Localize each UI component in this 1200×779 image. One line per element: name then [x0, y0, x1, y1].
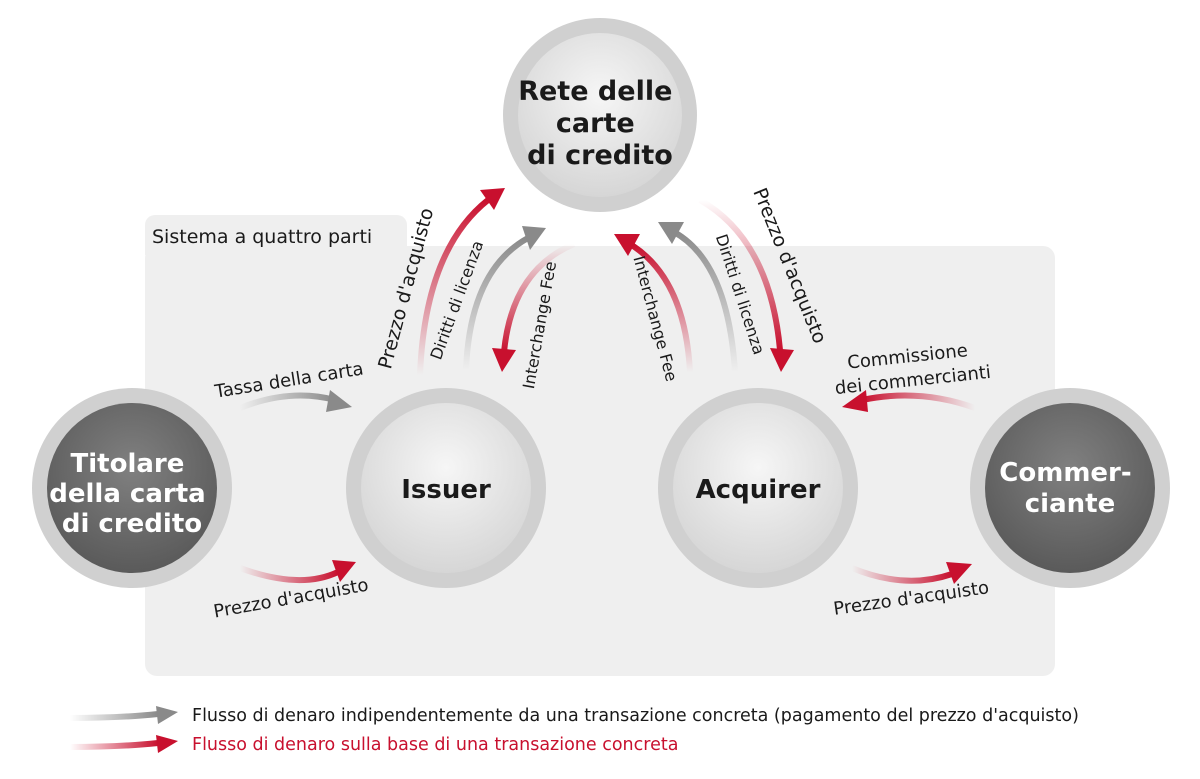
issuer-label: Issuer [401, 475, 491, 505]
four-party-system-box [145, 246, 1055, 676]
legend-row-independent: Flusso di denaro indipendentemente da un… [70, 703, 1079, 729]
red-arrow-icon [70, 735, 178, 753]
gray-arrow-icon [70, 706, 178, 724]
merchant-label-line1: Commer- [999, 458, 1131, 488]
network-label-line2: carte [556, 108, 635, 139]
interchange-right-label: Interchange Fee [629, 254, 681, 384]
network-label-line3: di credito [527, 140, 673, 171]
interchange-right-arrow [614, 234, 693, 373]
cardholder-label-line2: della carta [49, 479, 205, 509]
purchase-price-merchant-arrow [850, 562, 972, 584]
legend-text-transaction: Flusso di denaro sulla base di una trans… [192, 735, 679, 755]
license-fee-right-arrow [658, 222, 738, 373]
acquirer-node: Acquirer [658, 388, 858, 588]
cardholder-node: Titolare della carta di credito [32, 388, 232, 588]
purchase-price-left-top-label: Prezzo d'acquisto [374, 206, 438, 372]
legend-row-transaction: Flusso di denaro sulla base di una trans… [70, 732, 678, 758]
system-label: Sistema a quattro parti [152, 226, 373, 248]
cardholder-label-line1: Titolare [71, 449, 185, 479]
legend-text-independent: Flusso di denaro indipendentemente da un… [192, 706, 1079, 726]
purchase-price-issuer-arrow [238, 560, 356, 584]
network-node: Rete delle carte di credito [503, 18, 697, 212]
purchase-price-right-top-arrow [698, 197, 794, 372]
merchant-node: Commer- ciante [970, 388, 1170, 588]
card-fee-arrow [238, 390, 352, 412]
issuer-node: Issuer [346, 388, 546, 588]
acquirer-label: Acquirer [696, 475, 821, 505]
merchant-label-line2: ciante [1025, 489, 1115, 519]
svg-text:Rete delle carte d: Rete delle carte di credito [518, 76, 682, 171]
network-label-line1: Rete delle [518, 76, 672, 107]
purchase-price-left-top-arrow [417, 188, 505, 376]
cardholder-label-line3: di credito [62, 509, 202, 539]
license-fee-left-arrow [463, 226, 546, 371]
interchange-left-arrow [492, 241, 576, 372]
svg-text:Titolare della carta: Titolare della carta di credito [49, 449, 214, 539]
merchant-commission-arrow [842, 390, 977, 412]
svg-text:Commissione dei commercian: Commissione dei commercianti [831, 338, 992, 399]
svg-text:Commer- ciante: Commer- ciante [999, 458, 1140, 519]
